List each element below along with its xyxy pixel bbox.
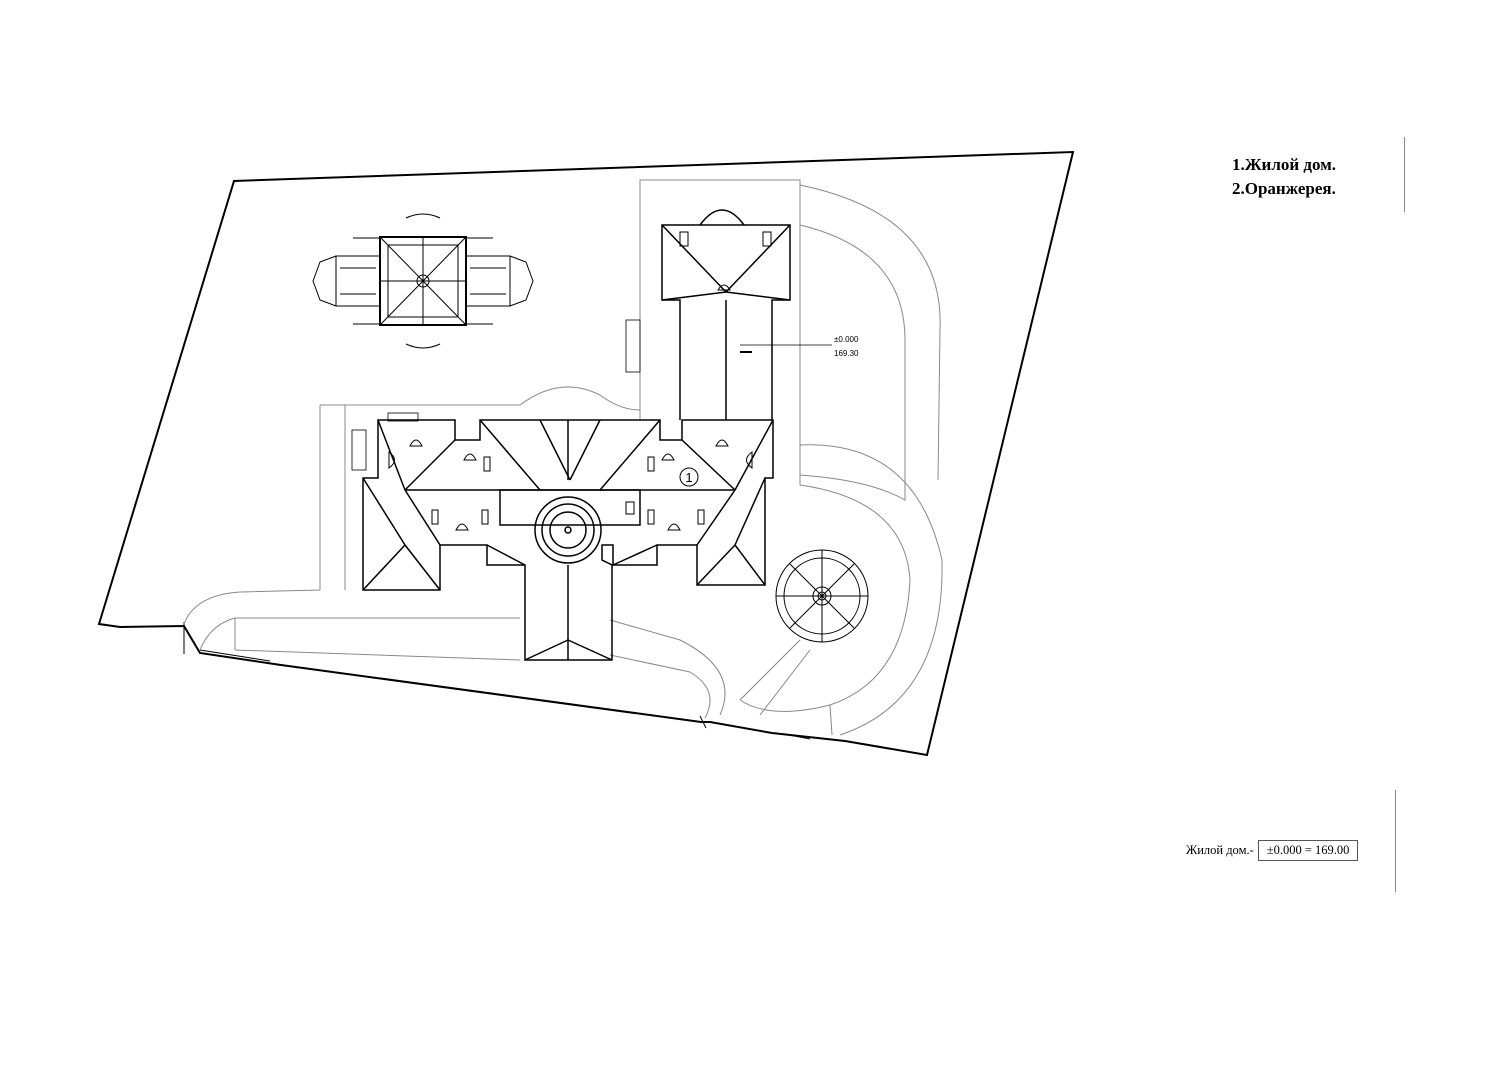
fence-posts: [119, 622, 811, 740]
legend: 1.Жилой дом. 2.Оранжерея.: [1232, 153, 1336, 201]
level-mark-value: 169.30: [834, 349, 859, 358]
frame-divider-bottom: [1395, 790, 1396, 892]
greenhouse-building-2: [312, 213, 534, 349]
legend-item-1: 1.Жилой дом.: [1232, 155, 1337, 174]
house-building-1: [351, 209, 791, 661]
elevation-value-box: ±0.000 = 169.00: [1257, 840, 1359, 861]
level-mark: [740, 344, 832, 353]
legend-item-2: 2.Оранжерея.: [1232, 179, 1336, 198]
elevation-note: Жилой дом.- ±0.000 = 169.00: [1186, 840, 1359, 861]
frame-divider-top: [1404, 137, 1405, 212]
circular-pavilion: [775, 549, 869, 643]
building-number: 1: [685, 470, 692, 485]
building-number-circle: [679, 467, 699, 487]
elevation-label: Жилой дом.-: [1186, 843, 1254, 857]
paths: [183, 179, 943, 736]
site-boundary: [97, 150, 1075, 757]
level-mark-label: ±0.000: [834, 335, 859, 344]
